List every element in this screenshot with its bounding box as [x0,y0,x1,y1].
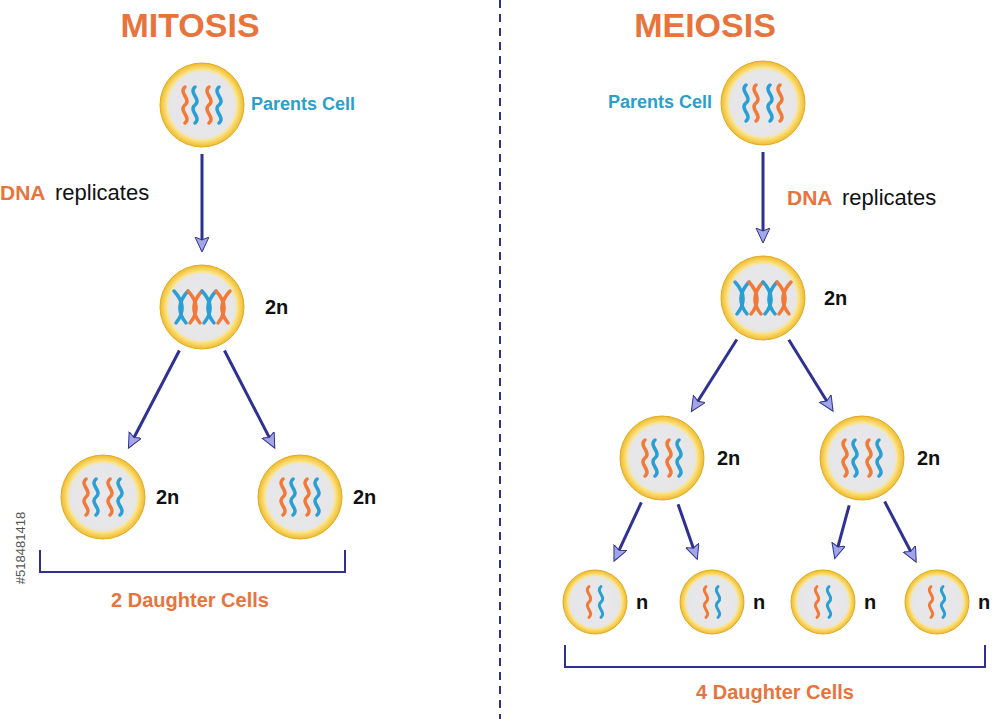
cell-membrane [721,256,805,340]
step-keyword: DNA [787,186,833,209]
process-arrow [615,502,642,559]
cell-membrane [61,455,145,539]
cell-membrane [791,570,855,634]
ploidy-label: 2n [717,447,740,469]
cell-outline [159,62,245,148]
cell: 2n [819,415,905,501]
cell-outline [819,415,905,501]
cell-membrane [905,570,969,634]
cell: 2n [619,415,705,501]
cell-membrane [258,455,342,539]
cell-membrane [680,570,744,634]
ploidy-label: 2n [824,287,847,309]
process-arrow [789,340,832,410]
cell: n [562,569,628,635]
group-caption: 4 Daughter Cells [696,681,854,703]
ploidy-label: n [864,591,876,613]
ploidy-label: 2n [353,486,376,508]
ploidy-label: n [636,591,648,613]
group-bracket [565,645,985,667]
cell-name: Parents Cell [251,95,355,115]
cell: n [679,569,745,635]
group-caption: 2 Daughter Cells [111,589,269,611]
cell: Parents Cell [159,62,245,148]
cell-outline [619,415,705,501]
cell-membrane [160,63,244,147]
process-arrow [835,505,849,556]
cell-membrane [820,416,904,500]
section-heading: MITOSIS [120,7,259,44]
step-label: replicates [55,181,149,205]
cell: n [790,569,856,635]
cell-outline [720,60,806,146]
cell-outline [60,454,146,540]
ploidy-label: n [978,591,990,613]
cell-membrane [721,61,805,145]
cell: 2n [720,255,806,341]
cell: Parents Cell [720,60,806,146]
cell-outline [159,264,245,350]
cell-membrane [620,416,704,500]
cell-membrane [160,265,244,349]
process-arrow [692,339,736,409]
cell-outline [257,454,343,540]
step-label: replicates [842,186,936,210]
cell: 2n [60,454,146,540]
cell-outline [562,569,628,635]
cell-outline [679,569,745,635]
process-arrow [678,504,697,557]
group-bracket [40,550,345,572]
cell-membrane [563,570,627,634]
ploidy-label: n [753,591,765,613]
cell: 2n [257,454,343,540]
process-arrow [762,152,765,241]
cell-name: Parents Cell [608,93,712,113]
step-keyword: DNA [0,181,46,204]
process-arrow [885,501,916,560]
process-arrow [224,351,273,447]
cell-outline [904,569,970,635]
ploidy-label: 2n [265,296,288,318]
cell: 2n [159,264,245,350]
process-arrow [201,154,204,250]
cell: n [904,569,970,635]
section-heading: MEIOSIS [634,7,776,44]
cell-outline [790,569,856,635]
ploidy-label: 2n [917,447,940,469]
ploidy-label: 2n [156,486,179,508]
cell-outline [720,255,806,341]
divider-line [499,0,501,719]
process-arrow [129,350,179,446]
watermark: #518481418 [14,512,28,584]
